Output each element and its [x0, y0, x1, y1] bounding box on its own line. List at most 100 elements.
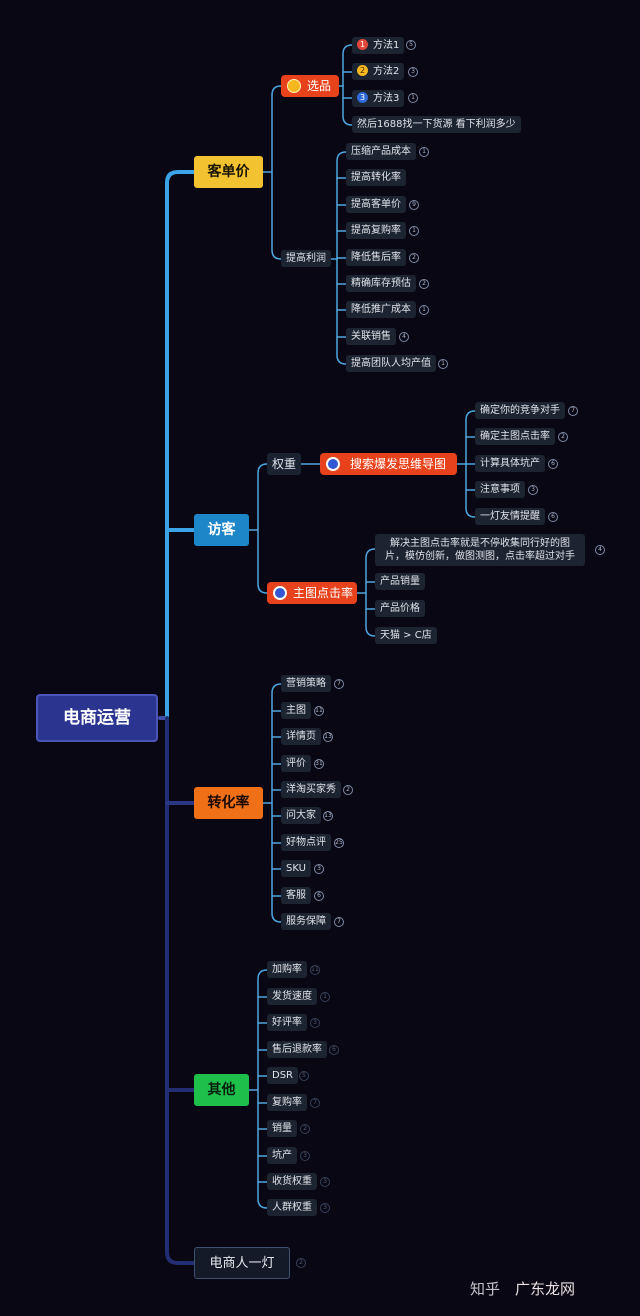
count-badge: 2 [409, 253, 419, 263]
list-item[interactable]: 评价 [281, 755, 311, 772]
list-item[interactable]: 一灯友情提醒 [475, 508, 545, 525]
count-badge: 4 [595, 545, 605, 555]
list-item[interactable]: 营销策略 [281, 675, 331, 692]
node-zhutu-dianjilv[interactable]: 主图点击率 [267, 582, 357, 604]
yellow-circle-icon [287, 79, 301, 93]
list-item[interactable]: 收货权重 [267, 1173, 317, 1190]
list-item[interactable]: 注意事项 [475, 481, 525, 498]
count-badge: 6 [548, 512, 558, 522]
count-badge: 7 [334, 917, 344, 927]
count-badge: 1 [408, 93, 418, 103]
count-badge: 11 [314, 706, 324, 716]
count-badge: 3 [528, 485, 538, 495]
count-badge: 13 [323, 811, 333, 821]
priority-3-icon: 3 [357, 91, 368, 103]
list-item[interactable]: 产品价格 [375, 600, 425, 617]
list-item[interactable]: 销量 [267, 1120, 297, 1137]
list-item[interactable]: DSR [267, 1067, 298, 1084]
branch-zhuanhua[interactable]: 转化率 [194, 787, 263, 819]
blue-circle-icon [326, 457, 340, 471]
list-item[interactable]: 好评率 [267, 1014, 307, 1031]
watermark-site: 广东龙网 [515, 1280, 576, 1298]
list-item[interactable]: 好物点评 [281, 834, 331, 851]
count-badge: 2 [419, 279, 429, 289]
count-badge: 1 [419, 147, 429, 157]
count-badge: 3 [314, 864, 324, 874]
count-badge: 31 [314, 759, 324, 769]
node-label: 选品 [307, 79, 332, 93]
list-item[interactable]: 详情页 [281, 728, 321, 745]
count-badge: 4 [399, 332, 409, 342]
list-item[interactable]: 确定你的竞争对手 [475, 402, 565, 419]
list-item[interactable]: 产品销量 [375, 573, 425, 590]
list-item[interactable]: 复购率 [267, 1094, 307, 1111]
count-badge: 7 [334, 679, 344, 689]
count-badge: 11 [310, 965, 320, 975]
count-badge: 6 [548, 459, 558, 469]
list-item[interactable]: 客服 [281, 887, 311, 904]
note-item[interactable]: 解决主图点击率就是不停收集同行好的图片，模仿创新，做图测图，点击率超过对手 [375, 534, 585, 566]
list-item[interactable]: 提高客单价 [346, 196, 406, 213]
node-xuanpin[interactable]: 选品 [281, 75, 340, 97]
branch-qita[interactable]: 其他 [194, 1074, 249, 1106]
count-badge: 3 [300, 1151, 310, 1161]
count-badge: 2 [300, 1124, 310, 1134]
count-badge: 6 [314, 891, 324, 901]
count-badge: 2 [296, 1258, 306, 1268]
list-item[interactable]: 精确库存预估 [346, 275, 416, 292]
count-badge: 13 [323, 732, 333, 742]
list-item[interactable]: 降低售后率 [346, 249, 406, 266]
count-badge: 5 [299, 1071, 309, 1081]
list-item[interactable]: 压缩产品成本 [346, 143, 416, 160]
count-badge: 7 [310, 1098, 320, 1108]
list-item[interactable]: 坑产 [267, 1147, 297, 1164]
count-badge: 1 [320, 992, 330, 1002]
list-item[interactable]: 服务保障 [281, 913, 331, 930]
list-item[interactable]: 提高转化率 [346, 169, 406, 186]
list-item[interactable]: 确定主图点击率 [475, 428, 555, 445]
priority-1-icon: 1 [357, 38, 368, 50]
count-badge: 5 [406, 40, 416, 50]
list-item[interactable]: 洋淘买家秀 [281, 781, 341, 798]
list-item[interactable]: SKU [281, 860, 311, 877]
count-badge: 2 [558, 432, 568, 442]
blue-circle-icon [273, 586, 287, 600]
list-item[interactable]: 售后退款率 [267, 1041, 327, 1058]
list-item[interactable]: 主图 [281, 702, 311, 719]
count-badge: 9 [409, 200, 419, 210]
list-item[interactable]: 提高团队人均产值 [346, 355, 436, 372]
list-item[interactable]: 人群权重 [267, 1199, 317, 1216]
node-sousuo-baofa[interactable]: 搜索爆发思维导图 [320, 453, 457, 475]
list-item[interactable]: 关联销售 [346, 328, 396, 345]
count-badge: 3 [408, 67, 418, 77]
list-item[interactable]: 降低推广成本 [346, 301, 416, 318]
count-badge: 1 [419, 305, 429, 315]
count-badge: 1 [409, 226, 419, 236]
list-item[interactable]: 问大家 [281, 807, 321, 824]
branch-kedanjia[interactable]: 客单价 [194, 156, 263, 188]
list-item[interactable]: 提高复购率 [346, 222, 406, 239]
count-badge: 3 [310, 1018, 320, 1028]
watermark-zhihu: 知乎 [470, 1280, 501, 1298]
node-label: 主图点击率 [293, 586, 354, 600]
node-quanzhong[interactable]: 权重 [267, 453, 302, 475]
node-tigao-lirun[interactable]: 提高利润 [281, 250, 331, 267]
list-item[interactable]: 发货速度 [267, 988, 317, 1005]
branch-yideng[interactable]: 电商人一灯 [194, 1247, 290, 1279]
note-item[interactable]: 然后1688找一下货源 看下利润多少 [352, 116, 521, 133]
node-label: 搜索爆发思维导图 [350, 457, 447, 471]
count-badge: 7 [568, 406, 578, 416]
branch-fangke[interactable]: 访客 [194, 514, 249, 546]
count-badge: 1 [438, 359, 448, 369]
count-badge: 3 [320, 1177, 330, 1187]
list-item[interactable]: 天猫 > C店 [375, 627, 437, 644]
count-badge: 3 [320, 1203, 330, 1213]
list-item[interactable]: 计算具体坑产 [475, 455, 545, 472]
priority-2-icon: 2 [357, 64, 368, 76]
root-node[interactable]: 电商运营 [36, 694, 158, 742]
list-item[interactable]: 加购率 [267, 961, 307, 978]
